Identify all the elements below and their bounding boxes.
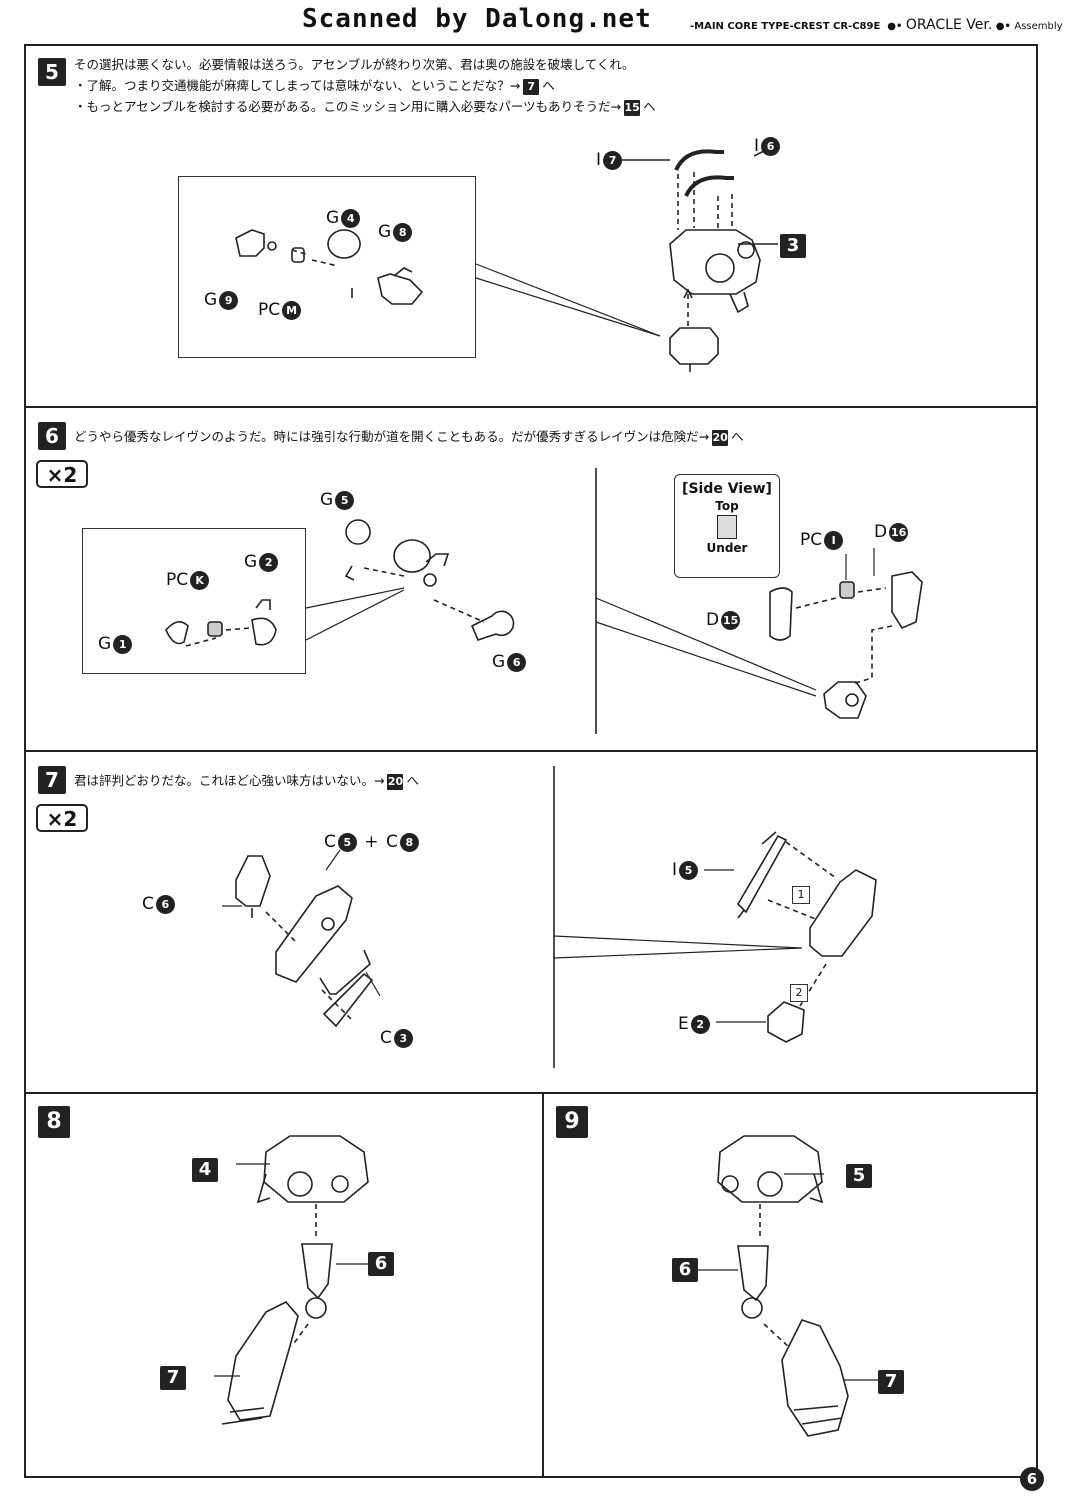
core-4-drawing [263, 1135, 369, 1203]
side-view-under: Under [706, 541, 748, 555]
callout-7: 7 [160, 1366, 186, 1390]
part-i5-drawing [736, 834, 788, 914]
step-9-panel: 9 5 6 7 [542, 1092, 1038, 1478]
callout-6: 6 [368, 1252, 394, 1276]
part-c6-drawing [235, 855, 271, 907]
step-5-detail-inset [178, 176, 476, 358]
part-g5-drawing [345, 519, 371, 545]
step-7-number: 7 [38, 766, 66, 794]
part-pck-drawing [207, 621, 223, 637]
side-view-top: Top [715, 499, 739, 513]
step-9-illustration [694, 1135, 880, 1437]
ref-step-20: 20 [712, 429, 729, 446]
part-pci-drawing [839, 581, 855, 599]
part-e2-drawing [767, 1001, 805, 1043]
step-9-number: 9 [556, 1106, 588, 1138]
step-6-detail-inset [82, 528, 306, 674]
side-view-box: [Side View] Top Under [674, 474, 780, 578]
part-hub-drawing [393, 539, 431, 573]
part-c5-c8-drawing [275, 885, 353, 983]
dot-icon: ●• [995, 21, 1015, 32]
ref-step-20: 20 [387, 773, 404, 790]
part-pcm-drawing [291, 247, 305, 263]
callout-6: 6 [672, 1258, 698, 1282]
core-5-drawing [717, 1135, 823, 1203]
step-6-text: どうやら優秀なレイヴンのようだ。時には強引な行動が道を開くこともある。だが優秀す… [74, 429, 744, 446]
section-label: Assembly [1014, 21, 1063, 32]
step-6-illustration [165, 468, 923, 734]
multiplier-x2: ×2 [36, 804, 88, 832]
page-number: 6 [1020, 1467, 1044, 1491]
ref-step-7: 7 [523, 78, 540, 95]
order-1: 1 [792, 886, 810, 904]
step-6-number: 6 [38, 422, 66, 450]
leg-6-drawing [301, 1243, 333, 1300]
step-6-panel: 6 どうやら優秀なレイヴンのようだ。時には強引な行動が道を開くこともある。だが優… [24, 406, 1038, 752]
header-model-info: -MAIN CORE TYPE-CREST CR-C89E ●• ORACLE … [690, 17, 1063, 33]
part-right-body-drawing [809, 869, 877, 957]
foot-7-drawing [781, 1319, 849, 1437]
scan-credit: Scanned by Dalong.net [302, 4, 652, 34]
callout-7: 7 [878, 1370, 904, 1394]
part-g2-drawing [251, 617, 277, 646]
step-8-illustration [214, 1135, 372, 1425]
part-lower-joint-drawing [823, 681, 867, 719]
lower-part-drawing [669, 327, 719, 365]
callout-3: 3 [780, 234, 806, 258]
foot-7-drawing [227, 1301, 299, 1421]
part-d15-drawing [769, 587, 793, 641]
part-g6-drawing [470, 610, 515, 641]
part-g1-drawing [165, 621, 189, 645]
page-header: Scanned by Dalong.net -MAIN CORE TYPE-CR… [0, 0, 1068, 40]
callout-4: 4 [192, 1158, 218, 1182]
step-5-option-2: ・もっとアセンブルを検討する必要がある。このミッション用に購入必要なパーツもあり… [74, 99, 656, 116]
ref-step-15: 15 [624, 99, 641, 116]
model-code: -MAIN CORE TYPE-CREST CR-C89E [690, 21, 881, 32]
side-view-title: [Side View] [682, 481, 772, 497]
dot-icon: ●• [883, 21, 906, 32]
part-g4-drawing [327, 229, 361, 259]
step-7-illustration [222, 766, 877, 1068]
multiplier-x2: ×2 [36, 460, 88, 488]
callout-5: 5 [846, 1164, 872, 1188]
step-8-panel: 8 4 6 7 [24, 1092, 544, 1478]
step-5-illustration [235, 145, 778, 372]
step-8-number: 8 [38, 1106, 70, 1138]
part-g8-drawing [377, 273, 424, 305]
order-2: 2 [790, 984, 808, 1002]
leg-6-drawing [737, 1245, 769, 1302]
side-view-part-icon [717, 515, 737, 539]
part-d16-drawing [891, 571, 923, 630]
step-5-text: その選択は悪くない。必要情報は送ろう。アセンブルが終わり次第、君は奥の施設を破壊… [74, 57, 635, 72]
part-g9-drawing [235, 229, 265, 257]
main-core-drawing [669, 229, 761, 295]
step-5-panel: 5 その選択は悪くない。必要情報は送ろう。アセンブルが終わり次第、君は奥の施設を… [24, 44, 1038, 408]
part-c3-drawing [322, 972, 374, 1028]
version-label: ORACLE Ver. [905, 17, 993, 33]
step-5-number: 5 [38, 58, 66, 86]
